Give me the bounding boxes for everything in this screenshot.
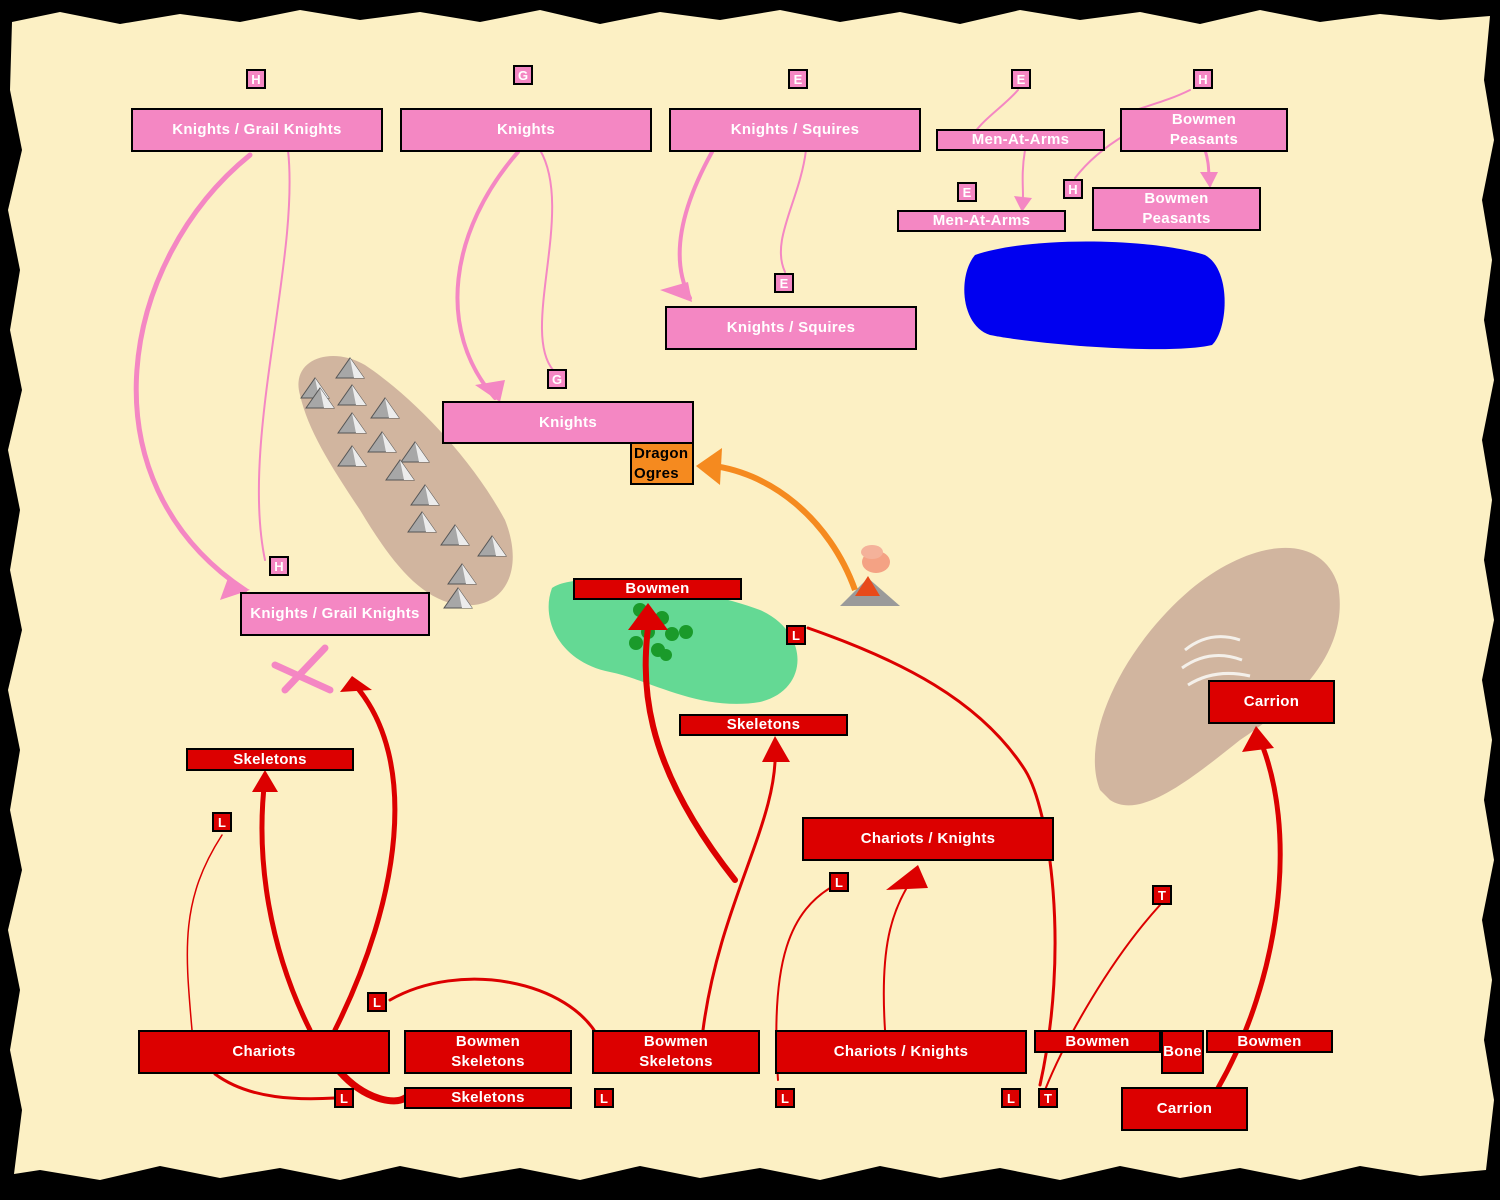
undead-unit-skeletons-left[interactable]: Skeletons (186, 748, 354, 771)
undead-arrowheads (252, 603, 1274, 890)
undead-unit-bone[interactable]: Bone (1161, 1030, 1204, 1074)
deployment-marker[interactable]: L (829, 872, 849, 892)
mountain-range (298, 356, 513, 609)
rocky-hill (1094, 547, 1340, 806)
undead-unit-bowmen-skeletons-left[interactable]: Bowmen Skeletons (404, 1030, 572, 1074)
bretonnian-unit-bowmen-peasants-top[interactable]: Bowmen Peasants (1120, 108, 1288, 152)
undead-unit-carrion-bottom[interactable]: Carrion (1121, 1087, 1248, 1131)
undead-unit-chariots[interactable]: Chariots (138, 1030, 390, 1074)
deployment-marker[interactable]: L (367, 992, 387, 1012)
bretonnian-unit-men-at-arms-top[interactable]: Men-At-Arms (936, 129, 1105, 151)
undead-unit-bowmen-skeletons[interactable]: Bowmen Skeletons (592, 1030, 760, 1074)
deployment-marker[interactable]: H (1063, 179, 1083, 199)
deployment-marker[interactable]: G (513, 65, 533, 85)
volcano (840, 545, 900, 606)
bretonnian-unit-bowmen-peasants[interactable]: Bowmen Peasants (1092, 187, 1261, 231)
deployment-marker[interactable]: L (786, 625, 806, 645)
undead-unit-chariots-knights-mid[interactable]: Chariots / Knights (802, 817, 1054, 861)
dragon-ogres-move-arrow (704, 462, 858, 592)
deployment-marker[interactable]: H (269, 556, 289, 576)
deployment-marker[interactable]: L (775, 1088, 795, 1108)
bretonnian-movement-arrows (133, 89, 1212, 694)
bretonnian-unit-men-at-arms[interactable]: Men-At-Arms (897, 210, 1066, 232)
bretonnian-unit-knights-top[interactable]: Knights (400, 108, 652, 152)
deployment-marker[interactable]: L (212, 812, 232, 832)
bretonnian-unit-knights-grail-top[interactable]: Knights / Grail Knights (131, 108, 383, 152)
undead-unit-bowmen-bottom[interactable]: Bowmen (1034, 1030, 1161, 1053)
undead-unit-carrion-hill[interactable]: Carrion (1208, 680, 1335, 724)
deployment-marker[interactable]: T (1038, 1088, 1058, 1108)
bretonnian-arrowheads (220, 172, 1218, 600)
undead-unit-chariots-knights-bottom[interactable]: Chariots / Knights (775, 1030, 1027, 1074)
deployment-marker[interactable]: T (1152, 885, 1172, 905)
deployment-marker[interactable]: H (1193, 69, 1213, 89)
deployment-marker[interactable]: E (788, 69, 808, 89)
undead-unit-skeletons-mid[interactable]: Skeletons (679, 714, 848, 736)
deployment-marker[interactable]: E (774, 273, 794, 293)
deployment-marker[interactable]: H (246, 69, 266, 89)
deployment-marker[interactable]: E (957, 182, 977, 202)
lake (964, 241, 1225, 350)
undead-unit-bowmen-forest[interactable]: Bowmen (573, 578, 742, 600)
deployment-marker[interactable]: L (334, 1088, 354, 1108)
undead-unit-skeletons-bottom[interactable]: Skeletons (404, 1087, 572, 1109)
deployment-marker[interactable]: G (547, 369, 567, 389)
bretonnian-unit-knights-squires-top[interactable]: Knights / Squires (669, 108, 921, 152)
bretonnian-unit-knights-squires[interactable]: Knights / Squires (665, 306, 917, 350)
bretonnian-unit-knights-grail[interactable]: Knights / Grail Knights (240, 592, 430, 636)
deployment-marker[interactable]: L (594, 1088, 614, 1108)
undead-unit-bowmen-right[interactable]: Bowmen (1206, 1030, 1333, 1053)
deployment-marker[interactable]: L (1001, 1088, 1021, 1108)
bretonnian-unit-knights[interactable]: Knights (442, 401, 694, 444)
monster-unit-dragon-ogres[interactable]: Dragon Ogres (630, 442, 694, 485)
deployment-marker[interactable]: E (1011, 69, 1031, 89)
